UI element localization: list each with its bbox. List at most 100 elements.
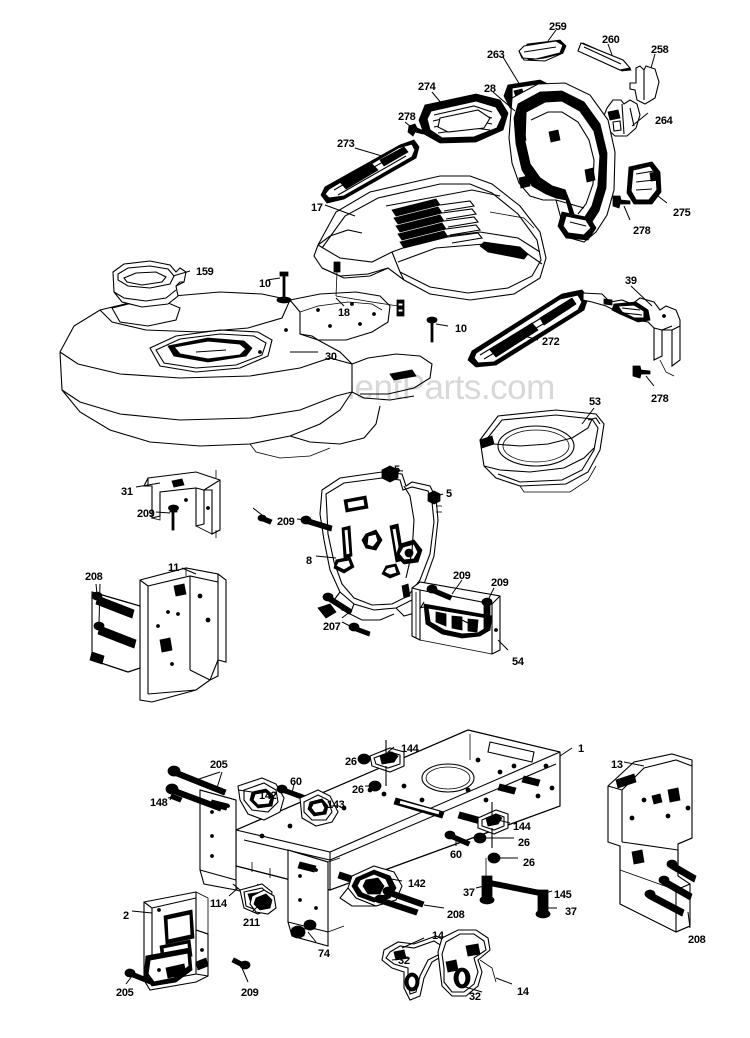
part-28-shape	[508, 82, 616, 243]
part-275-shape	[626, 161, 662, 205]
callout-264: 264	[655, 115, 673, 127]
callout-209-b: 209	[277, 516, 295, 528]
part-10a-shape	[276, 271, 292, 304]
part-14b-shape	[437, 929, 497, 997]
part-208c-shape	[374, 886, 425, 916]
part-209c-shape	[426, 584, 453, 601]
part-272-shape	[467, 289, 589, 368]
callout-30: 30	[325, 351, 337, 363]
part-31-shape	[143, 470, 221, 538]
callout-159: 159	[196, 266, 214, 278]
callout-53: 53	[589, 396, 601, 408]
part-54-shape	[411, 581, 501, 655]
part-10b-shape	[426, 316, 438, 343]
part-1-chassis-shape	[199, 729, 561, 947]
callout-14-a: 14	[432, 930, 444, 942]
callout-275: 275	[673, 207, 691, 219]
callout-144-a: 144	[401, 743, 419, 755]
part-14a-shape	[381, 935, 449, 1001]
part-278b-shape	[612, 195, 631, 209]
callout-26-a: 26	[345, 756, 357, 768]
callout-142-a: 142	[259, 790, 277, 802]
part-60b-shape	[444, 830, 471, 847]
callout-208-c: 208	[447, 909, 465, 921]
callout-144-b: 144	[513, 821, 531, 833]
part-145-shape	[479, 858, 551, 919]
callout-32-a: 32	[398, 955, 410, 967]
callout-209-d: 209	[491, 577, 509, 589]
callout-2: 2	[123, 910, 129, 922]
part-209f-shape	[257, 514, 273, 525]
callout-26-b: 26	[352, 784, 364, 796]
callout-39: 39	[625, 275, 637, 287]
part-278c-shape	[632, 365, 651, 379]
callout-114: 114	[210, 898, 227, 910]
part-18-shape	[333, 261, 405, 317]
callout-148: 148	[150, 797, 168, 809]
part-205b-shape	[124, 968, 153, 985]
part-53-shape	[479, 409, 605, 493]
callout-205-a: 205	[210, 759, 228, 771]
callout-273: 273	[337, 138, 355, 150]
part-209a-shape	[168, 504, 179, 531]
callout-54: 54	[512, 656, 524, 668]
callout-205-b: 205	[116, 987, 134, 999]
part-30-seatpan-shape	[59, 291, 433, 459]
part-148-shape	[169, 793, 183, 803]
callout-272: 272	[542, 336, 560, 348]
callout-259: 259	[549, 21, 567, 33]
callout-13: 13	[611, 759, 623, 771]
part-26d-shape	[487, 852, 501, 864]
callout-37-a: 37	[463, 887, 475, 899]
callout-208-b: 208	[688, 934, 706, 946]
part-11-shape	[139, 567, 227, 703]
callout-1: 1	[578, 743, 584, 755]
part-26b-shape	[368, 780, 382, 792]
callout-37-b: 37	[565, 906, 577, 918]
callout-17: 17	[311, 202, 323, 214]
callout-207: 207	[323, 621, 341, 633]
callout-209-a: 209	[137, 508, 155, 520]
part-13-shape	[607, 753, 697, 933]
callout-11: 11	[168, 562, 180, 574]
callout-278-b: 278	[633, 225, 651, 237]
part-8-shape	[317, 471, 442, 621]
callout-26-c: 26	[518, 837, 530, 849]
callout-208-a: 208	[85, 571, 103, 583]
callout-145: 145	[554, 889, 572, 901]
callout-209-c: 209	[453, 570, 471, 582]
callout-10-a: 10	[259, 278, 271, 290]
part-205-shape	[165, 765, 227, 812]
part-39-shape	[582, 292, 681, 377]
part-142b-shape	[337, 865, 403, 907]
callout-60-b: 60	[450, 849, 462, 861]
callout-31: 31	[121, 486, 133, 498]
part-207-shape	[322, 592, 371, 637]
callout-211: 211	[243, 917, 260, 929]
part-142a-shape	[237, 777, 285, 821]
callout-14-b: 14	[517, 986, 529, 998]
part-209e-shape	[231, 957, 251, 970]
callout-5-b: 5	[446, 488, 452, 500]
callout-18: 18	[338, 307, 350, 319]
part-278a-shape	[407, 123, 425, 137]
part-159-shape	[112, 260, 187, 308]
part-258-shape	[629, 65, 660, 105]
part-209d-shape	[481, 597, 493, 631]
callout-263: 263	[487, 49, 505, 61]
callout-10-b: 10	[455, 323, 467, 335]
callout-258: 258	[651, 44, 669, 56]
callout-26-d: 26	[523, 857, 535, 869]
callout-278-c: 278	[651, 393, 669, 405]
callout-28: 28	[484, 83, 496, 95]
callout-60-a: 60	[290, 776, 302, 788]
part-260-shape	[577, 42, 632, 72]
part-26c-shape	[473, 832, 487, 844]
part-264-shape	[602, 99, 641, 137]
part-208a-shape	[89, 591, 141, 673]
callout-274: 274	[418, 81, 436, 93]
callout-260: 260	[602, 34, 620, 46]
callout-143: 143	[327, 799, 345, 811]
